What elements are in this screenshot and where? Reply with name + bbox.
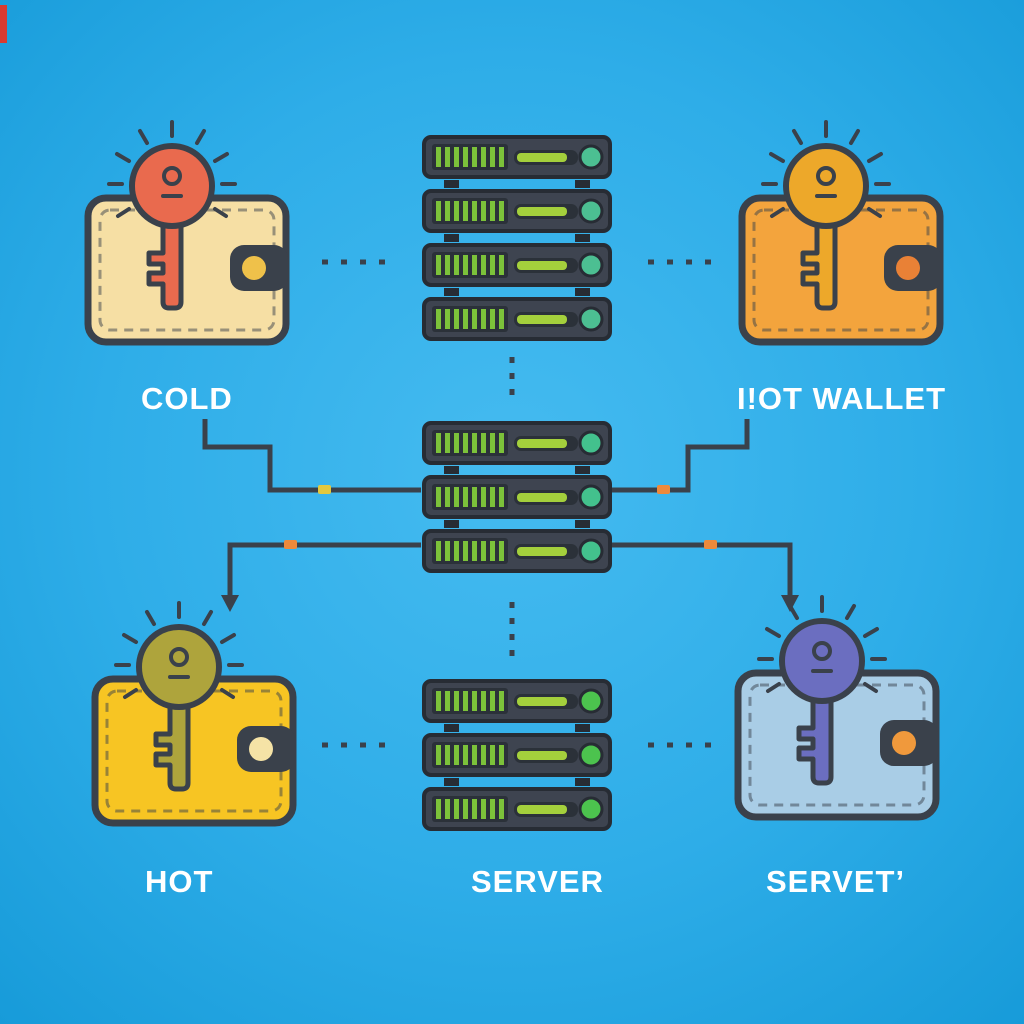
- accent-dot-orange: [704, 540, 717, 549]
- server-rack-icon: [422, 421, 612, 573]
- accent-dot-orange: [657, 485, 670, 494]
- cold-wallet-with-key-icon: [82, 112, 312, 352]
- label-servet: SERVET’: [766, 864, 906, 899]
- hot-yellow-wallet-with-key-icon: [89, 593, 319, 833]
- server-stack-middle: [422, 421, 612, 578]
- accent-dot-orange: [284, 540, 297, 549]
- accent-dot-yellow: [318, 485, 331, 494]
- server-unit-icon: [422, 297, 612, 341]
- connector-cold-to-middle-server: [202, 419, 421, 493]
- server-unit-icon: [422, 529, 612, 573]
- corner-artifact: [0, 5, 7, 43]
- servet-blue-wallet-with-key-icon: [732, 587, 962, 827]
- server-unit-icon: [422, 787, 612, 831]
- label-hot-wallet: I!OT WALLET: [737, 381, 947, 416]
- server-rack-icon: [422, 679, 612, 831]
- server-unit-icon: [422, 135, 612, 179]
- label-cold: COLD: [141, 381, 233, 416]
- hot-wallet-with-key-icon: [736, 112, 966, 352]
- server-stack-bottom: [422, 679, 612, 836]
- server-unit-icon: [422, 189, 612, 233]
- server-feet: [444, 466, 590, 528]
- connector-hotwallet-to-middle-server: [611, 419, 750, 493]
- label-hot: HOT: [145, 864, 214, 899]
- server-feet: [444, 724, 590, 786]
- server-rack-icon: [422, 135, 612, 341]
- server-stack-top: [422, 135, 612, 346]
- server-unit-icon: [422, 421, 612, 465]
- server-unit-icon: [422, 243, 612, 287]
- label-server: SERVER: [471, 864, 604, 899]
- server-unit-icon: [422, 475, 612, 519]
- server-feet: [444, 180, 590, 296]
- server-unit-icon: [422, 733, 612, 777]
- server-unit-icon: [422, 679, 612, 723]
- connector-middle-server-to-hot: [227, 542, 421, 597]
